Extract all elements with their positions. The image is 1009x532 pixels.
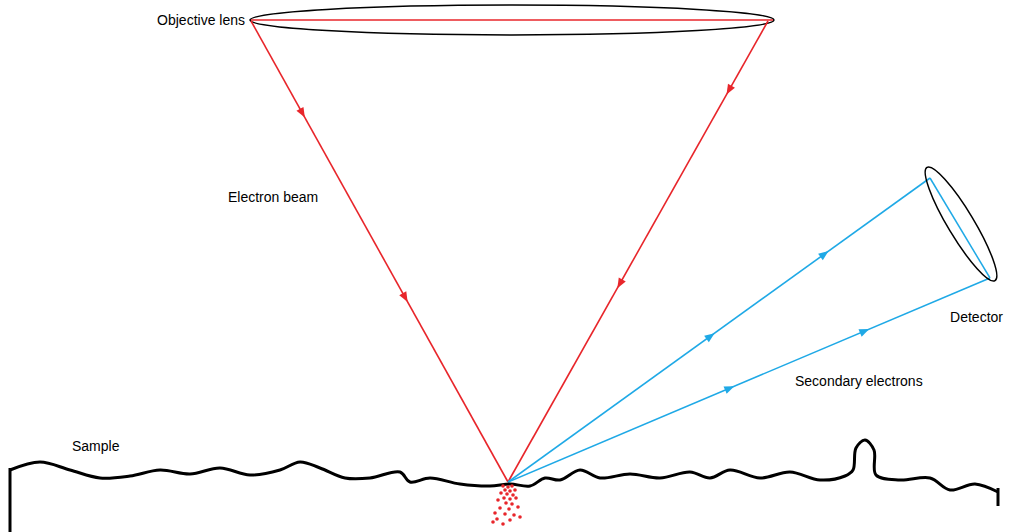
secondary-electron-ray [508,278,990,482]
part-label: Sample [72,438,119,455]
interaction-dot [501,522,505,526]
interaction-dot [505,492,509,496]
interaction-dot [508,497,512,501]
detector-symbol [916,161,1006,288]
interaction-dot [504,501,508,505]
electron-beam-ray [251,21,508,482]
interaction-dot [491,520,495,524]
interaction-dot [503,512,507,516]
interaction-dot [511,493,515,497]
interaction-dot [510,484,514,488]
arrowhead [724,386,735,394]
interaction-dot [502,496,506,500]
arrowhead [296,107,304,118]
interaction-dot [495,517,499,521]
interaction-dot [508,518,512,522]
part-label: Detector [950,309,1003,326]
part-label: Electron beam [228,189,318,206]
arrowhead [859,329,870,337]
interaction-dot [503,488,507,492]
part-label: Secondary electrons [795,373,923,390]
arrowhead [727,84,735,95]
detector-plane [930,178,990,278]
interaction-dot [493,511,497,515]
sample-surface [10,440,998,492]
interaction-dot [510,502,514,506]
arrowhead [704,333,714,342]
arrowhead [399,291,407,302]
arrowhead [617,277,625,288]
interaction-dot [518,515,522,519]
interaction-dot [499,491,503,495]
interaction-dot [512,513,516,517]
interaction-dot [498,506,502,510]
interaction-dot [507,507,511,511]
interaction-dot [501,484,505,488]
interaction-dot [514,496,518,500]
secondary-electron-ray [508,178,930,482]
sample-edge [997,488,1000,506]
objective-lens [250,5,774,35]
arrowhead [818,251,828,260]
interaction-dot [496,498,500,502]
interaction-dot [508,489,512,493]
electron-beam-ray [508,21,768,482]
lens-plane [251,19,773,21]
interaction-dot [513,488,517,492]
interaction-dot [516,505,520,509]
part-label: Objective lens [157,12,245,29]
interaction-dot [506,485,510,489]
sample-edge [9,468,12,532]
